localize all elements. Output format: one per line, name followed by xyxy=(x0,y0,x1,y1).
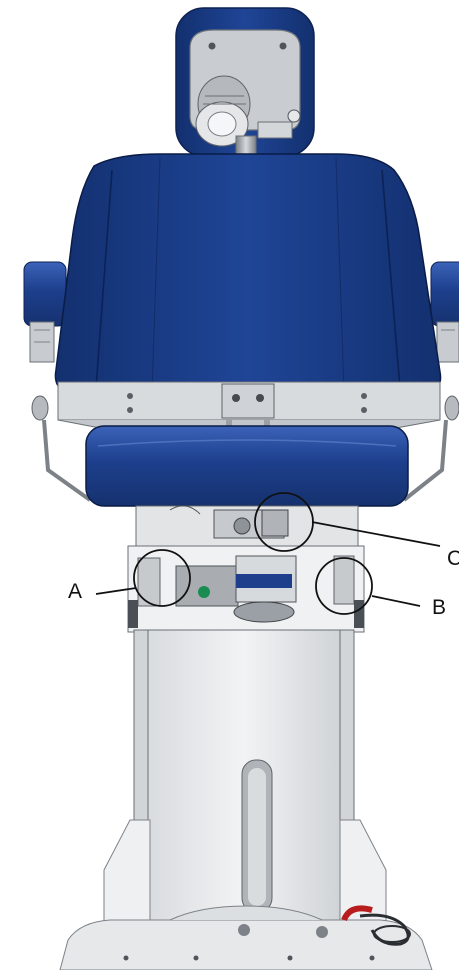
callout-b-marker xyxy=(315,557,421,615)
right-armrest xyxy=(430,261,459,363)
headrest-bracket xyxy=(257,121,293,139)
seat-cushion xyxy=(85,425,409,507)
lift-mechanism xyxy=(127,545,365,633)
left-armrest xyxy=(23,261,67,363)
green-indicator xyxy=(198,586,210,598)
callout-label-a: A xyxy=(68,580,83,603)
headrest-screw xyxy=(208,42,216,50)
headrest-screw xyxy=(279,42,287,50)
lift-column xyxy=(133,629,355,923)
callout-a-marker xyxy=(95,549,191,607)
seat-frame xyxy=(135,505,359,547)
headrest-adjust-knob xyxy=(195,75,251,147)
callout-label-c: C xyxy=(447,547,459,570)
chair-base xyxy=(59,819,433,970)
callout-label-b: B xyxy=(432,596,447,619)
headrest xyxy=(175,7,315,179)
callout-c-marker xyxy=(254,492,441,552)
backrest xyxy=(54,153,442,395)
headrest-knob xyxy=(287,109,301,123)
